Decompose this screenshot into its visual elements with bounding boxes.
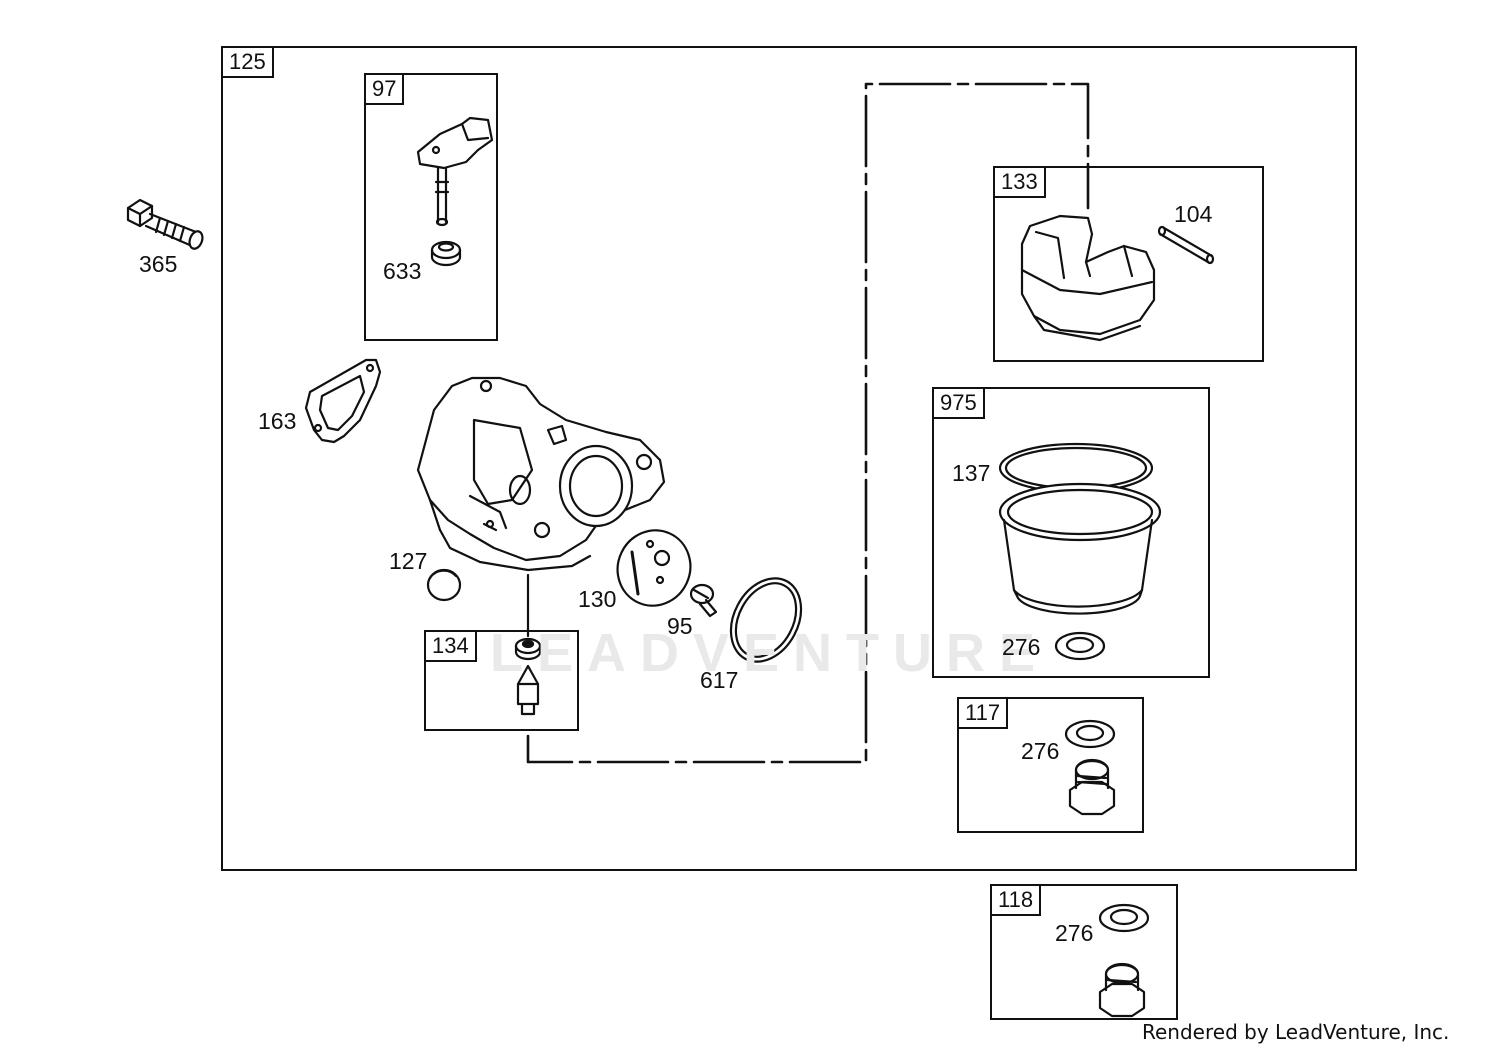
callout-365[interactable]: 365 — [139, 251, 178, 277]
assembly-box-97: 97 — [364, 73, 498, 341]
assembly-label-97[interactable]: 97 — [364, 73, 405, 105]
assembly-box-133: 133 — [993, 166, 1264, 362]
assembly-box-118: 118 — [990, 884, 1178, 1020]
oring-617-drawing — [729, 577, 803, 663]
assembly-label-975[interactable]: 975 — [932, 387, 985, 419]
callout-633[interactable]: 633 — [383, 258, 422, 284]
callout-276-bowl[interactable]: 276 — [1002, 634, 1041, 660]
callout-276-118[interactable]: 276 — [1055, 920, 1094, 946]
float-133-drawing — [1020, 214, 1156, 342]
callout-163[interactable]: 163 — [258, 408, 297, 434]
choke-shaft-97-drawing — [416, 116, 494, 267]
watermark: LEADVENTURE — [490, 623, 1050, 683]
render-credit: Rendered by LeadVenture, Inc. — [1142, 1020, 1450, 1044]
callout-95[interactable]: 95 — [667, 613, 693, 639]
callout-130[interactable]: 130 — [578, 586, 617, 612]
callout-137[interactable]: 137 — [952, 460, 991, 486]
carburetor-body-drawing — [416, 376, 666, 572]
assembly-box-134: 134 — [424, 630, 579, 731]
bolt-365-drawing — [126, 198, 204, 250]
callout-127[interactable]: 127 — [389, 548, 428, 574]
callout-617[interactable]: 617 — [700, 667, 739, 693]
bowl-975-drawing — [998, 442, 1162, 661]
assembly-label-134[interactable]: 134 — [424, 630, 477, 662]
pin-104-drawing — [1157, 225, 1215, 265]
drain-screw-118-drawing — [1098, 903, 1150, 1018]
assembly-label-125[interactable]: 125 — [221, 46, 274, 78]
callout-276-117[interactable]: 276 — [1021, 738, 1060, 764]
drain-screw-117-drawing — [1064, 719, 1116, 816]
assembly-box-117: 117 — [957, 697, 1144, 833]
plate-130-drawing — [616, 529, 692, 607]
callout-104[interactable]: 104 — [1174, 201, 1213, 227]
reference-connector-line — [526, 82, 1090, 764]
plug-127-drawing — [426, 568, 462, 602]
screw-95-drawing — [689, 583, 718, 618]
assembly-label-118[interactable]: 118 — [990, 884, 1042, 916]
assembly-label-117[interactable]: 117 — [957, 697, 1009, 729]
assembly-box-125: 125 — [221, 46, 1357, 871]
assembly-label-133[interactable]: 133 — [993, 166, 1046, 198]
needle-seat-134-drawing — [514, 637, 542, 716]
gasket-163-drawing — [304, 358, 382, 444]
assembly-box-975: 975 — [932, 387, 1210, 678]
